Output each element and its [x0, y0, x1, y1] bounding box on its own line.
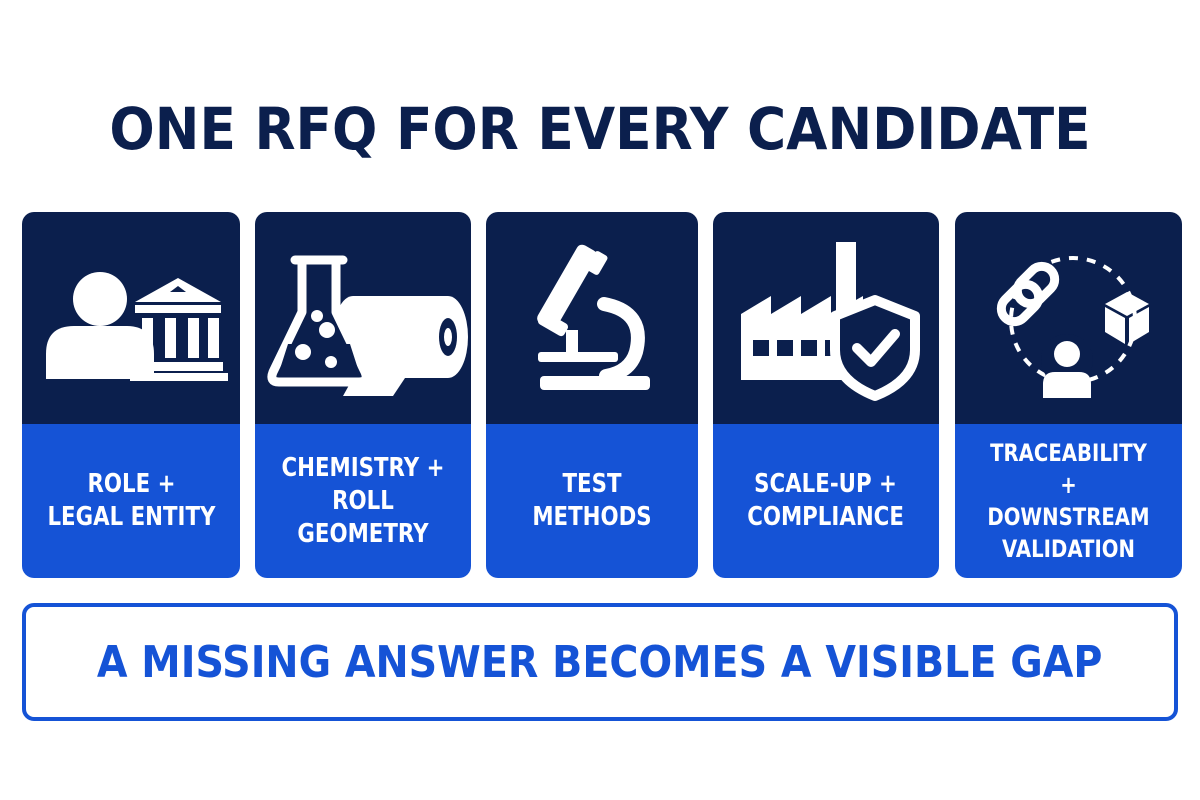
card-label-panel: CHEMISTRY + ROLL GEOMETRY — [255, 424, 471, 578]
flask-and-roll-icon — [267, 255, 468, 396]
person-and-building-icon — [46, 272, 228, 381]
card-label-panel: ROLE + LEGAL ENTITY — [22, 424, 240, 578]
card-label: TEST METHODS — [532, 469, 652, 532]
card-icon-panel — [955, 212, 1182, 424]
microscope-icon — [537, 244, 650, 390]
factory-shield-icon — [741, 242, 920, 401]
card-scale-up-compliance: SCALE-UP + COMPLIANCE — [713, 212, 939, 578]
card-chemistry-roll-geometry: CHEMISTRY + ROLL GEOMETRY — [255, 212, 471, 578]
card-role-legal-entity: ROLE + LEGAL ENTITY — [22, 212, 240, 578]
card-label: CHEMISTRY + ROLL GEOMETRY — [281, 452, 445, 549]
card-label: ROLE + LEGAL ENTITY — [46, 469, 216, 532]
card-label: TRACEABILITY + DOWNSTREAM VALIDATION — [987, 439, 1150, 563]
card-icon-panel — [486, 212, 698, 424]
card-label-panel: TRACEABILITY + DOWNSTREAM VALIDATION — [955, 424, 1182, 578]
page-title: ONE RFQ FOR EVERY CANDIDATE — [109, 95, 1091, 163]
summary-banner: A MISSING ANSWER BECOMES A VISIBLE GAP — [22, 603, 1178, 721]
card-icon-panel — [713, 212, 939, 424]
banner-text: A MISSING ANSWER BECOMES A VISIBLE GAP — [97, 636, 1103, 688]
card-label-panel: SCALE-UP + COMPLIANCE — [713, 424, 939, 578]
card-label-panel: TEST METHODS — [486, 424, 698, 578]
card-traceability-downstream-validation: TRACEABILITY + DOWNSTREAM VALIDATION — [955, 212, 1182, 578]
card-label: SCALE-UP + COMPLIANCE — [747, 469, 905, 532]
card-icon-panel — [22, 212, 240, 424]
chain-box-person-icon — [996, 256, 1149, 398]
card-icon-panel — [255, 212, 471, 424]
category-cards: ROLE + LEGAL ENTITY — [22, 212, 1182, 578]
card-test-methods: TEST METHODS — [486, 212, 698, 578]
